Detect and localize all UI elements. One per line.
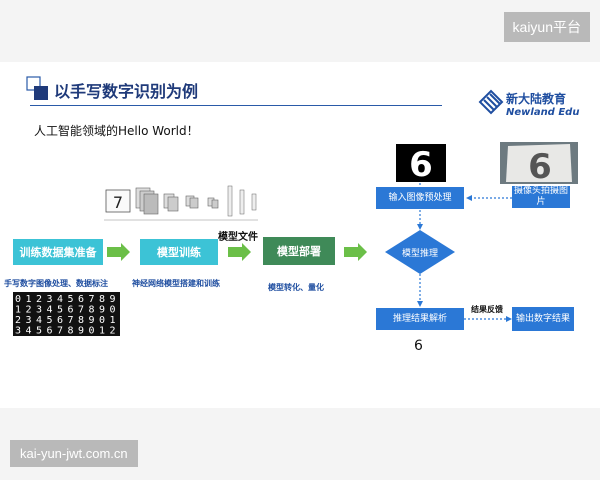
digit-sample: 8 [68,326,74,337]
newland-logo-icon [478,89,504,115]
brand-logo: 新大陆教育 Newland Edu [478,88,579,122]
title-underline [30,105,442,106]
digit-sample: 3 [47,294,53,305]
digit-sample: 4 [26,326,32,337]
digit-sample: 3 [26,315,32,326]
arrow-train-to-deploy [228,243,251,261]
digit-sample: 9 [99,305,105,316]
digit-sample: 8 [78,315,84,326]
camera-photo: 6 [500,142,578,187]
digit-sample: 6 [78,294,84,305]
camera-photo-glyph: 6 [528,147,552,184]
page-title: 以手写数字识别为例 [54,82,199,101]
brand-name-en: Newland Edu [506,107,580,118]
digit-sample: 9 [110,294,116,305]
watermark-top: kaiyun平台 [503,12,590,42]
dataset-caption: 手写数字图像处理、数据标注 [4,279,108,288]
model-inference-label: 模型推理 [401,248,438,259]
page-subtitle: 人工智能领域的Hello World！ [34,124,199,138]
input-image-digit: 6 [396,144,446,185]
lenet-architecture-figure: 7 [100,172,262,234]
digit-sample: 0 [89,326,95,337]
arrow-dataset-to-train [107,243,130,261]
digit-sample: 5 [68,294,74,305]
model-deploy-box: 模型部署 [263,237,335,265]
digit-sample: 6 [57,315,63,326]
model-training-box: 模型训练 [140,239,218,265]
arrow-deploy-to-infer [344,243,367,261]
digit-sample: 8 [99,294,105,305]
digit-sample: 8 [89,305,95,316]
digit-sample: 5 [36,326,42,337]
lenet-input-digit: 7 [113,193,123,212]
brand-name-cn: 新大陆教育 [506,92,567,106]
digit-sample: 4 [47,305,53,316]
digit-sample: 0 [110,305,116,316]
digit-sample: 2 [26,305,32,316]
digit-sample: 7 [57,326,63,337]
training-caption: 神经网络模型搭建和训练 [132,279,220,288]
digit-sample: 2 [36,294,42,305]
digit-sample: 7 [68,315,74,326]
title-decoration-icon [26,76,48,100]
digit-sample: 0 [99,315,105,326]
digit-sample: 7 [78,305,84,316]
digit-sample: 5 [57,305,63,316]
digit-sample: 9 [78,326,84,337]
watermark-bottom: kai-yun-jwt.com.cn [10,440,138,467]
digit-sample: 3 [15,326,21,337]
output-result-box: 输出数字结果 [512,307,574,331]
digit-sample: 6 [47,326,53,337]
digit-sample: 3 [36,305,42,316]
slide: 以手写数字识别为例 新大陆教育 Newland Edu 人工智能领域的Hello… [0,62,600,408]
digit-sample: 1 [26,294,32,305]
digit-sample: 1 [99,326,105,337]
digit-sample: 9 [89,315,95,326]
camera-capture-box: 摄像头拍摄图片 [512,186,570,208]
digit-sample: 7 [89,294,95,305]
parse-result-box: 推理结果解析 [376,308,464,330]
model-inference-diamond [385,230,455,274]
digit-sample: 4 [36,315,42,326]
flow-connectors [107,183,512,322]
digit-sample: 4 [57,294,63,305]
model-file-label: 模型文件 [218,232,258,243]
deploy-caption: 模型转化、量化 [268,283,324,292]
preprocess-box: 输入图像预处理 [376,187,464,209]
input-image-glyph: 6 [409,145,433,182]
digit-sample: 1 [15,305,21,316]
dataset-prep-box: 训练数据集准备 [13,239,103,265]
digit-sample: 2 [15,315,21,326]
digit-sample: 6 [68,305,74,316]
digit-sample: 0 [15,294,21,305]
result-digit: 6 [414,338,423,354]
digit-sample: 1 [110,315,116,326]
feedback-label: 结果反馈 [471,305,503,314]
digit-sample: 5 [47,315,53,326]
digit-sample: 2 [110,326,116,337]
